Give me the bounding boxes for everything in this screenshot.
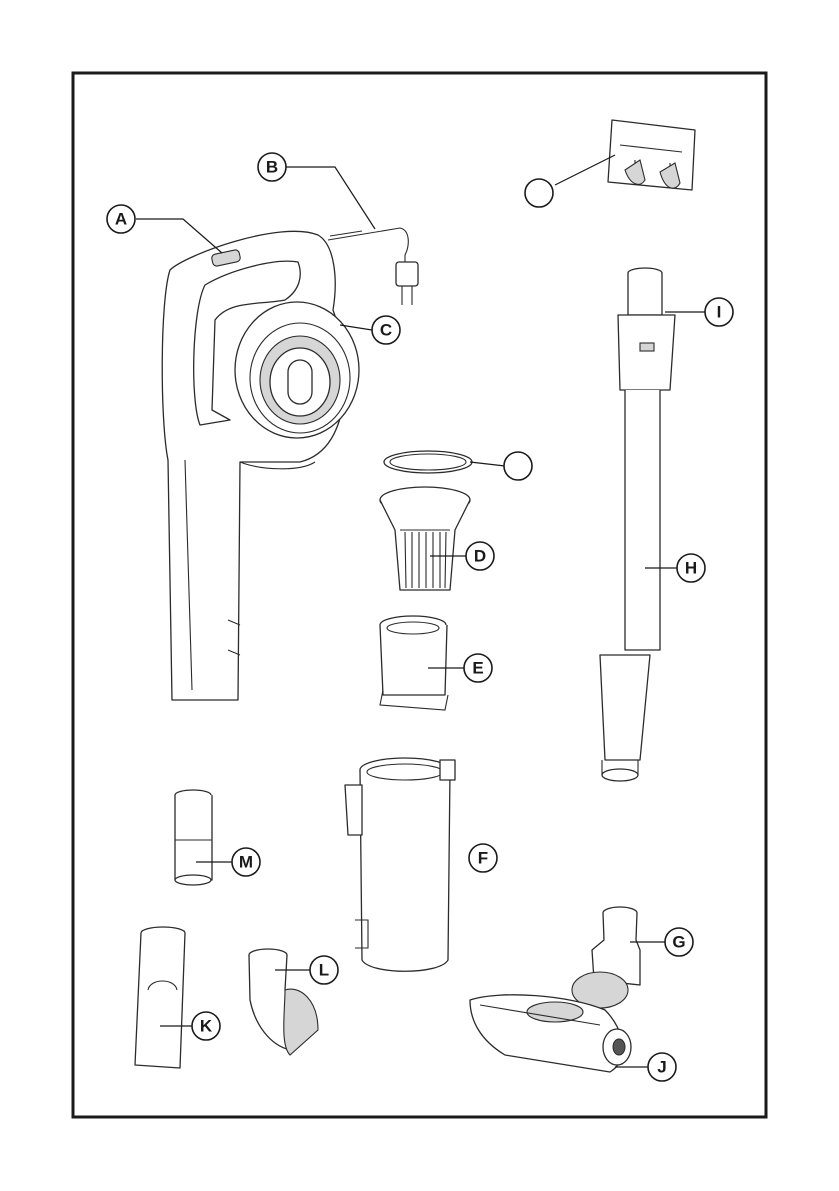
callout-blank-ring <box>504 452 532 480</box>
callout-G-letter: G <box>672 933 685 952</box>
dust-canister-drawing <box>345 758 455 971</box>
extension-tube-drawing <box>600 268 675 781</box>
callout-M: M <box>232 848 260 876</box>
callout-A-letter: A <box>115 210 127 229</box>
filter-parts-drawing <box>380 451 472 710</box>
crevice-tool-drawing <box>135 927 185 1068</box>
adapter-drawing <box>175 790 212 885</box>
callout-J-letter: J <box>657 1058 666 1077</box>
wall-bracket-drawing <box>608 120 695 190</box>
callout-D: D <box>466 542 494 570</box>
callout-B-letter: B <box>266 158 278 177</box>
brush-tool-drawing <box>249 949 318 1055</box>
callout-E: E <box>464 654 492 682</box>
callout-I-letter: I <box>717 303 722 322</box>
callout-I: I <box>705 298 733 326</box>
callout-C: C <box>372 316 400 344</box>
callout-H-letter: H <box>685 559 697 578</box>
callout-F-letter: F <box>478 849 488 868</box>
callout-L: L <box>310 956 338 984</box>
floor-nozzle-drawing <box>470 907 640 1072</box>
callout-J: J <box>648 1053 676 1081</box>
callout-C-letter: C <box>380 321 392 340</box>
callout-blank-bracket <box>525 179 553 207</box>
callout-K-letter: K <box>200 1017 213 1036</box>
callout-M-letter: M <box>239 853 253 872</box>
callout-F: F <box>469 844 497 872</box>
callout-A: A <box>107 205 135 233</box>
callout-B: B <box>258 153 286 181</box>
callout-D-letter: D <box>474 547 486 566</box>
callout-L-letter: L <box>319 961 329 980</box>
callout-K: K <box>192 1012 220 1040</box>
callout-G: G <box>665 928 693 956</box>
callout-E-letter: E <box>472 659 483 678</box>
callout-H: H <box>677 554 705 582</box>
